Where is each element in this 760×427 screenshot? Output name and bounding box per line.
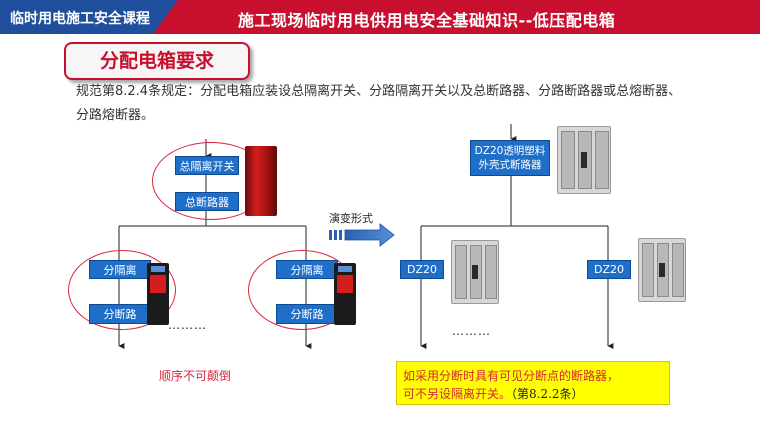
main-isolation-switch: 总隔离开关 xyxy=(175,156,239,175)
branch1-ellipse xyxy=(68,250,176,330)
left-more-branches: ……… xyxy=(168,318,207,332)
branch1-breaker: 分断路 xyxy=(89,304,151,324)
dz20-main-breaker-line1: DZ20透明塑料 xyxy=(474,145,546,157)
evolution-arrow xyxy=(329,223,395,247)
branch2-device-photo xyxy=(334,263,356,325)
circuit-breaker-note: 如采用分断时具有可见分断点的断路器， 可不另设隔离开关。（第8.2.2条） xyxy=(396,361,670,405)
note-line2-red: 可不另设隔离开关。 xyxy=(403,387,512,401)
dz20-branch1-device-photo xyxy=(451,240,499,304)
dz20-main-breaker-line2: 外壳式断路器 xyxy=(478,159,542,171)
branch1-device-photo xyxy=(147,263,169,325)
course-label: 临时用电施工安全课程 xyxy=(10,11,150,27)
branch2-isolation: 分隔离 xyxy=(276,260,338,279)
regulation-description: 规范第8.2.4条规定：分配电箱应装设总隔离开关、分路隔离开关以及总断路器、分路… xyxy=(76,84,682,123)
main-switch-device-photo xyxy=(245,146,277,216)
dz20-branch2-breaker: DZ20 xyxy=(587,260,631,279)
right-more-branches: ……… xyxy=(452,324,491,338)
note-line2: 可不另设隔离开关。（第8.2.2条） xyxy=(403,385,584,402)
dz20-main-device-photo xyxy=(557,126,611,194)
dz20-branch1-breaker: DZ20 xyxy=(400,260,444,279)
branch2-breaker: 分断路 xyxy=(276,304,338,324)
note-line2-ref: （第8.2.2条） xyxy=(511,387,584,401)
evolution-label: 演变形式 xyxy=(329,212,373,225)
dz20-main-breaker: DZ20透明塑料 外壳式断路器 xyxy=(470,140,550,176)
main-breaker: 总断路器 xyxy=(175,192,239,211)
course-tab xyxy=(0,0,178,34)
slide-title: 施工现场临时用电供用电安全基础知识--低压配电箱 xyxy=(238,11,616,30)
note-line1: 如采用分断时具有可见分断点的断路器， xyxy=(403,369,620,383)
branch1-isolation: 分隔离 xyxy=(89,260,151,279)
dz20-branch2-device-photo xyxy=(638,238,686,302)
order-note: 顺序不可颠倒 xyxy=(159,369,232,383)
section-title: 分配电箱要求 xyxy=(64,42,250,80)
